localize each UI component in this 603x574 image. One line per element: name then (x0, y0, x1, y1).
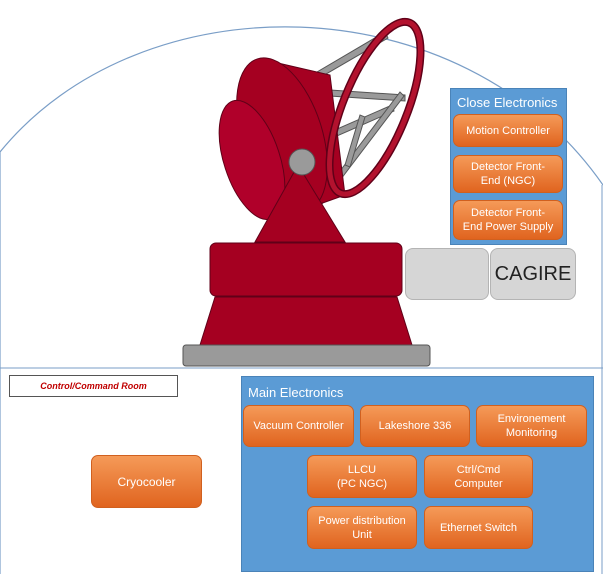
ctrl-cmd-computer-box[interactable]: Ctrl/Cmd Computer (424, 455, 533, 498)
ethernet-switch-box[interactable]: Ethernet Switch (424, 506, 533, 549)
llcu-box[interactable]: LLCU (PC NGC) (307, 455, 417, 498)
telescope-axis (288, 148, 316, 176)
lakeshore-336-box[interactable]: Lakeshore 336 (360, 405, 470, 447)
vacuum-controller-box[interactable]: Vacuum Controller (243, 405, 354, 447)
detector-front-end-box[interactable]: Detector Front- End (NGC) (453, 155, 563, 193)
detector-front-end-power-supply-box[interactable]: Detector Front- End Power Supply (453, 200, 563, 240)
environement-monitoring-box[interactable]: Environement Monitoring (476, 405, 587, 447)
telescope-icon (182, 17, 431, 367)
telescope-base-bottom (199, 296, 413, 346)
close-electronics-title: Close Electronics (457, 95, 558, 110)
telescope-fork (254, 164, 346, 243)
telescope-base-top (209, 242, 403, 297)
power-distribution-unit-box[interactable]: Power distribution Unit (307, 506, 417, 549)
control-room-label: Control/Command Room (9, 375, 178, 397)
main-electronics-title: Main Electronics (248, 385, 344, 400)
telescope-platform (182, 344, 431, 367)
cryocooler-box[interactable]: Cryocooler (91, 455, 202, 508)
instrument-housing (405, 248, 489, 300)
cagire-instrument[interactable]: CAGIRE (490, 248, 576, 300)
motion-controller-box[interactable]: Motion Controller (453, 114, 563, 147)
